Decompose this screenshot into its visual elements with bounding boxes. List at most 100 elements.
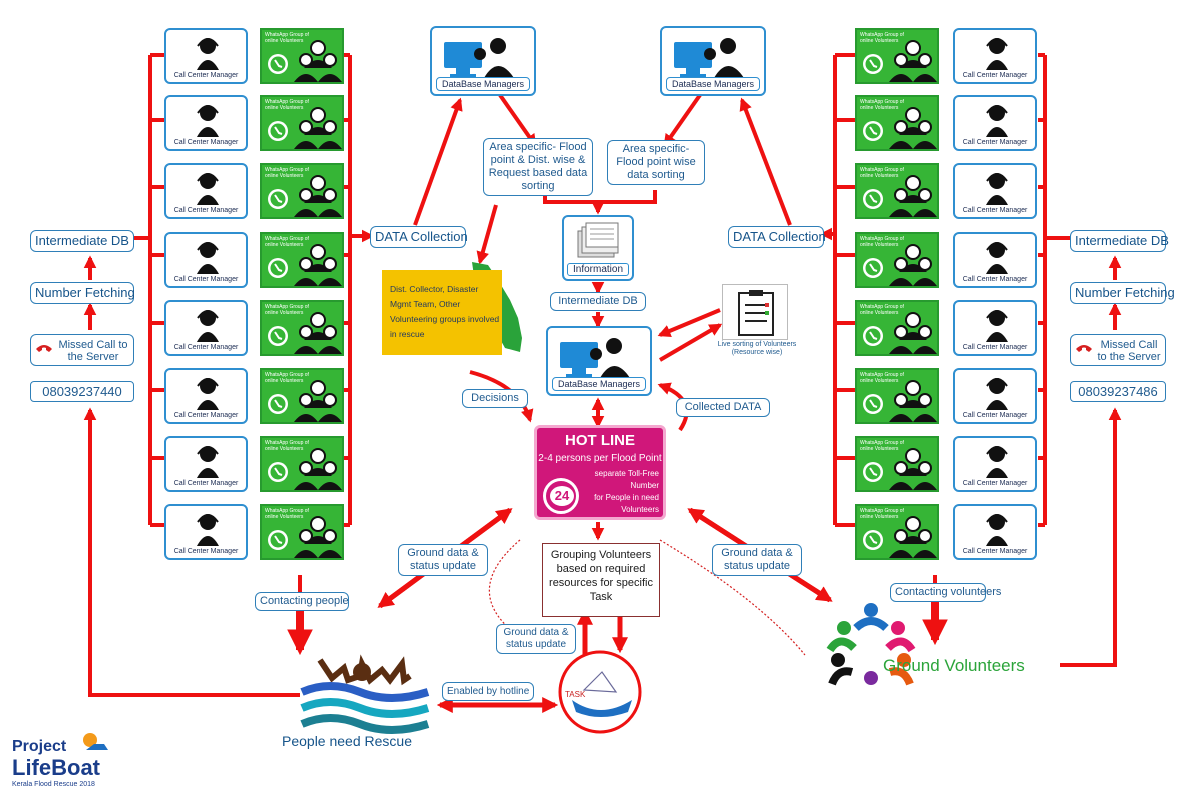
whatsapp-group-label: WhatsApp Group of online Volunteers [860, 32, 904, 44]
logo-tagline: Kerala Flood Rescue 2018 [12, 781, 95, 788]
whatsapp-group-label: WhatsApp Group of online Volunteers [265, 508, 309, 520]
whatsapp-group-label: WhatsApp Group of online Volunteers [860, 440, 904, 452]
hotline-detail-1: separate Toll-Free Number [594, 469, 659, 490]
hotline-detail-3: Volunteers [621, 505, 659, 514]
call-center-manager-card: Call Center Manager [164, 368, 248, 424]
project-lifeboat-logo: Project LifeBoat Kerala Flood Rescue 201… [10, 733, 130, 794]
whatsapp-group-card: WhatsApp Group of online Volunteers [260, 300, 344, 356]
hotline-badge: 24 [550, 486, 574, 506]
decisions-label: Decisions [462, 389, 528, 408]
db-managers-label: DataBase Managers [552, 377, 646, 391]
volunteer-group-icon [294, 448, 342, 490]
headset-agent-icon [197, 310, 219, 342]
hotline-details: separate Toll-Free Number for People in … [581, 468, 659, 516]
volunteer-group-icon [294, 107, 342, 149]
whatsapp-group-label: WhatsApp Group of online Volunteers [265, 440, 309, 452]
db-managers-label: DataBase Managers [666, 77, 760, 91]
people-need-rescue-label: People need Rescue [282, 733, 412, 749]
headset-agent-icon [197, 242, 219, 274]
paper-boat-icon [582, 671, 618, 693]
whatsapp-icon [268, 54, 288, 74]
db-managers-top-right: DataBase Managers [660, 26, 766, 96]
headset-agent-icon [986, 514, 1008, 546]
whatsapp-group-card: WhatsApp Group of online Volunteers [260, 504, 344, 560]
call-center-manager-card: Call Center Manager [164, 95, 248, 151]
call-center-manager-label: Call Center Manager [173, 72, 239, 79]
volunteer-group-icon [294, 175, 342, 217]
headset-agent-icon [197, 514, 219, 546]
number-fetching-right: Number Fetching [1070, 282, 1175, 304]
call-center-manager-card: Call Center Manager [953, 436, 1037, 492]
whatsapp-icon [268, 394, 288, 414]
headset-agent-icon [197, 378, 219, 410]
missed-call-right-text: Missed Call to the Server [1097, 339, 1161, 363]
call-center-manager-card: Call Center Manager [953, 28, 1037, 84]
volunteer-group-icon [294, 312, 342, 354]
headset-agent-icon [986, 310, 1008, 342]
call-center-manager-label: Call Center Manager [962, 548, 1028, 555]
live-sorting-label: Live sorting of Volunteers (Resource wis… [717, 341, 797, 356]
db-managers-label: DataBase Managers [436, 77, 530, 91]
whatsapp-group-card: WhatsApp Group of online Volunteers [855, 504, 939, 560]
missed-call-left-text: Missed Call to the Server [58, 339, 128, 363]
headset-agent-icon [197, 446, 219, 478]
authorities-box: Dist. Collector, Disaster Mgmt Team, Oth… [382, 270, 502, 355]
whatsapp-group-card: WhatsApp Group of online Volunteers [260, 95, 344, 151]
headset-agent-icon [986, 378, 1008, 410]
call-center-manager-card: Call Center Manager [953, 368, 1037, 424]
whatsapp-group-card: WhatsApp Group of online Volunteers [855, 28, 939, 84]
whatsapp-icon [863, 258, 883, 278]
whatsapp-group-card: WhatsApp Group of online Volunteers [260, 28, 344, 84]
headset-agent-icon [197, 38, 219, 70]
connector-lines [83, 53, 1122, 714]
call-center-manager-card: Call Center Manager [953, 163, 1037, 219]
call-center-manager-label: Call Center Manager [173, 344, 239, 351]
whatsapp-group-label: WhatsApp Group of online Volunteers [265, 167, 309, 179]
call-center-manager-card: Call Center Manager [164, 300, 248, 356]
volunteer-group-icon [294, 516, 342, 558]
grouping-volunteers-box: Grouping Volunteers based on required re… [542, 543, 660, 617]
whatsapp-icon [268, 530, 288, 550]
volunteer-group-icon [889, 380, 937, 422]
whatsapp-group-label: WhatsApp Group of online Volunteers [860, 99, 904, 111]
whatsapp-group-card: WhatsApp Group of online Volunteers [855, 232, 939, 288]
contacting-people-label: Contacting people [255, 592, 349, 611]
volunteer-group-icon [889, 516, 937, 558]
call-center-manager-label: Call Center Manager [173, 480, 239, 487]
information-label: Information [567, 263, 629, 276]
whatsapp-group-card: WhatsApp Group of online Volunteers [855, 300, 939, 356]
call-center-manager-label: Call Center Manager [962, 412, 1028, 419]
missed-call-icon [1076, 345, 1092, 352]
people-need-rescue-icon [300, 654, 430, 734]
whatsapp-group-label: WhatsApp Group of online Volunteers [860, 167, 904, 179]
whatsapp-icon [268, 462, 288, 482]
headset-agent-icon [197, 173, 219, 205]
volunteer-group-icon [889, 107, 937, 149]
call-center-manager-label: Call Center Manager [173, 412, 239, 419]
headset-agent-icon [197, 105, 219, 137]
ground-data-left: Ground data & status update [398, 544, 488, 576]
volunteer-group-icon [889, 40, 937, 82]
area-sort-right-label: Area specific- Flood point wise data sor… [607, 140, 705, 185]
lifeboat-logo-icon [83, 733, 108, 750]
whatsapp-group-card: WhatsApp Group of online Volunteers [855, 368, 939, 424]
hotline-box: HOT LINE 2-4 persons per Flood Point sep… [534, 425, 666, 520]
clipboard-icon [738, 290, 774, 336]
whatsapp-group-card: WhatsApp Group of online Volunteers [855, 163, 939, 219]
call-center-manager-label: Call Center Manager [962, 344, 1028, 351]
number-fetching-left: Number Fetching [30, 282, 135, 304]
whatsapp-group-label: WhatsApp Group of online Volunteers [265, 372, 309, 384]
whatsapp-icon [268, 189, 288, 209]
whatsapp-group-label: WhatsApp Group of online Volunteers [860, 304, 904, 316]
call-center-manager-card: Call Center Manager [164, 436, 248, 492]
enabled-by-hotline-label: Enabled by hotline [442, 682, 534, 701]
volunteer-group-icon [889, 175, 937, 217]
db-managers-center: DataBase Managers [546, 326, 652, 396]
headset-agent-icon [986, 242, 1008, 274]
ground-volunteers-label: Ground Volunteers [883, 656, 1025, 675]
hotline-title: HOT LINE [565, 432, 635, 449]
phone-number-left: 08039237440 [30, 381, 134, 402]
whatsapp-group-label: WhatsApp Group of online Volunteers [265, 32, 309, 44]
call-center-manager-card: Call Center Manager [953, 504, 1037, 560]
call-center-manager-card: Call Center Manager [953, 300, 1037, 356]
